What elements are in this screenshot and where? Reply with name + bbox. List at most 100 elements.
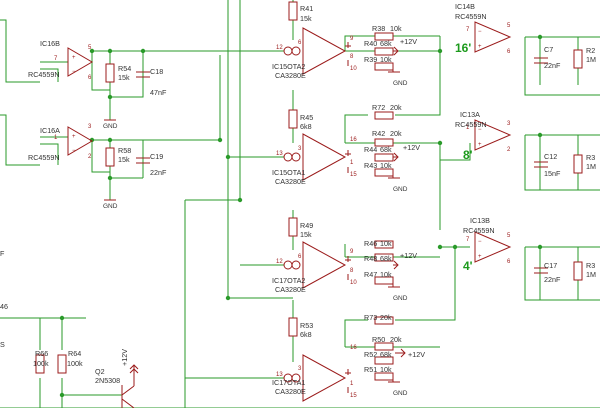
svg-text:15k: 15k: [300, 14, 312, 23]
svg-text:8: 8: [350, 268, 354, 274]
svg-text:6: 6: [507, 49, 511, 55]
svg-text:R42: R42: [372, 129, 385, 138]
svg-text:−: −: [72, 69, 76, 75]
svg-text:+: +: [72, 55, 76, 61]
svg-text:+12V: +12V: [400, 251, 417, 260]
gnd-symbol: GND: [388, 376, 408, 397]
ota-ic17ota2: 12 6 9 8 10 IC17OTA2 CA3280E: [272, 241, 357, 294]
svg-text:−: −: [72, 148, 76, 154]
r49-resistor: R49 15k: [288, 217, 313, 239]
svg-text:GND: GND: [393, 186, 408, 193]
junction-dots: [59, 34, 543, 398]
svg-text:47nF: 47nF: [150, 88, 167, 97]
ic16b-ref: IC16B: [40, 39, 60, 48]
svg-text:22nF: 22nF: [544, 61, 561, 70]
svg-text:GND: GND: [393, 80, 408, 87]
ic13b-opamp: −+ 7 5 6 IC13B RC4559N: [463, 216, 512, 265]
ic16b-value: RC4559N: [28, 70, 60, 79]
svg-text:13: 13: [276, 151, 283, 157]
edge-fragment: F: [0, 249, 5, 258]
plus12v-arrow: +12V: [393, 251, 417, 270]
ota-ic15ota2: 12 6 9 8 10 IC15OTA2 CA3280E: [272, 27, 357, 80]
svg-text:R47: R47: [364, 270, 377, 279]
r72-resistor: R72 20k: [372, 103, 402, 120]
plus12v-arrow: +12V: [393, 37, 417, 56]
svg-text:16: 16: [350, 345, 357, 351]
gnd-symbol: GND: [388, 280, 408, 302]
svg-text:3: 3: [88, 124, 92, 130]
svg-text:GND: GND: [393, 295, 408, 302]
svg-text:8: 8: [350, 54, 354, 60]
ota4-value: CA3280E: [275, 387, 306, 396]
svg-text:R40: R40: [364, 39, 377, 48]
svg-text:6: 6: [298, 40, 302, 46]
svg-text:15: 15: [350, 393, 357, 399]
svg-text:C17: C17: [544, 261, 557, 270]
svg-text:2N5308: 2N5308: [95, 376, 120, 385]
c18-capacitor: C18 47nF: [136, 67, 167, 97]
r58-resistor: R58 15k: [105, 146, 131, 167]
svg-text:6: 6: [298, 254, 302, 260]
r47-resistor: R47 10k: [364, 270, 394, 285]
svg-text:12: 12: [276, 259, 283, 265]
svg-text:R51: R51: [364, 365, 377, 374]
q2-transistor: Q2 2N5308: [95, 367, 135, 408]
svg-text:9: 9: [350, 36, 354, 42]
svg-text:15: 15: [350, 172, 357, 178]
ota-ic17ota1: 13 3 16 1 15 IC17OTA1 CA3280E: [272, 345, 357, 402]
svg-text:1M: 1M: [586, 270, 596, 279]
c12-capacitor: C12 15nF: [534, 152, 561, 178]
svg-text:GND: GND: [103, 203, 118, 210]
svg-text:9: 9: [350, 249, 354, 255]
r48-resistor: R48 68k: [364, 253, 394, 263]
svg-text:R53: R53: [300, 321, 313, 330]
footage-label-4: 4': [463, 259, 473, 273]
svg-text:1: 1: [466, 125, 470, 131]
plus12v-arrow: +12V: [120, 349, 139, 386]
svg-text:R38: R38: [372, 24, 385, 33]
r64-resistor: R64 100k: [57, 349, 83, 374]
r39-resistor: R39 10k: [364, 55, 394, 71]
ic13a-opamp: −+ 1 3 2 IC13A RC4559N: [455, 110, 512, 153]
svg-text:15k: 15k: [118, 73, 130, 82]
r2-resistor: R2 1M: [573, 46, 596, 69]
svg-text:R72: R72: [372, 103, 385, 112]
ota2-ref: IC15OTA1: [272, 168, 305, 177]
edge-fragment: 46: [0, 302, 8, 311]
svg-text:10k: 10k: [380, 270, 392, 279]
r54-resistor: R54 15k: [105, 63, 131, 83]
svg-text:C12: C12: [544, 152, 557, 161]
svg-text:R58: R58: [118, 146, 131, 155]
ic14b-opamp: −+ 7 5 6 IC14B RC4559N: [455, 2, 512, 55]
svg-text:6: 6: [88, 75, 92, 81]
svg-text:R52: R52: [364, 350, 377, 359]
r45-resistor: R45 6k8: [288, 109, 313, 131]
ota3-ref: IC17OTA2: [272, 276, 305, 285]
gnd-symbol: GND: [103, 199, 118, 210]
ota4-ref: IC17OTA1: [272, 378, 305, 387]
svg-text:6k8: 6k8: [300, 122, 312, 131]
svg-text:+: +: [478, 254, 482, 260]
ic14b-ref: IC14B: [455, 2, 475, 11]
svg-text:R43: R43: [364, 161, 377, 170]
svg-text:100k: 100k: [33, 359, 49, 368]
r43-resistor: R43 10k: [364, 161, 394, 177]
svg-text:+: +: [72, 134, 76, 140]
svg-text:+12V: +12V: [400, 37, 417, 46]
svg-text:R44: R44: [364, 145, 377, 154]
svg-text:68k: 68k: [380, 145, 392, 154]
svg-text:68k: 68k: [380, 350, 392, 359]
svg-text:R66: R66: [35, 349, 48, 358]
svg-text:3: 3: [298, 366, 302, 372]
svg-text:−: −: [478, 29, 482, 35]
r46-resistor: R46 10k: [364, 239, 394, 249]
c7-capacitor: C7 22nF: [534, 45, 561, 70]
svg-text:20k: 20k: [390, 129, 402, 138]
svg-text:10k: 10k: [380, 365, 392, 374]
svg-text:10: 10: [350, 66, 357, 72]
svg-text:R41: R41: [300, 4, 313, 13]
c19-capacitor: C19 22nF: [136, 152, 167, 177]
ota1-value: CA3280E: [275, 71, 306, 80]
